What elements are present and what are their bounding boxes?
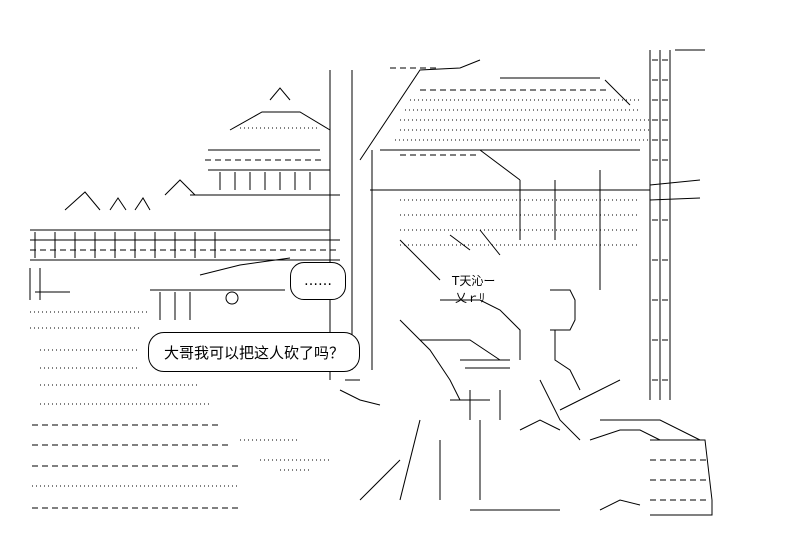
speech-text: 大哥我可以把这人砍了吗？ (163, 343, 344, 362)
tower-illustration (329, 49, 713, 516)
figure-illustration (339, 289, 641, 511)
palace-illustration (29, 87, 340, 320)
ellipsis-text: …… (304, 273, 332, 289)
art-glyph-top: T天沁ー (452, 274, 496, 288)
ellipsis-bubble: …… (290, 262, 346, 300)
speech-bubble: 大哥我可以把这人砍了吗？ (148, 332, 360, 372)
ground-lines (30, 311, 330, 509)
art-glyph-bottom: 乂ｒﾘ (455, 291, 486, 305)
